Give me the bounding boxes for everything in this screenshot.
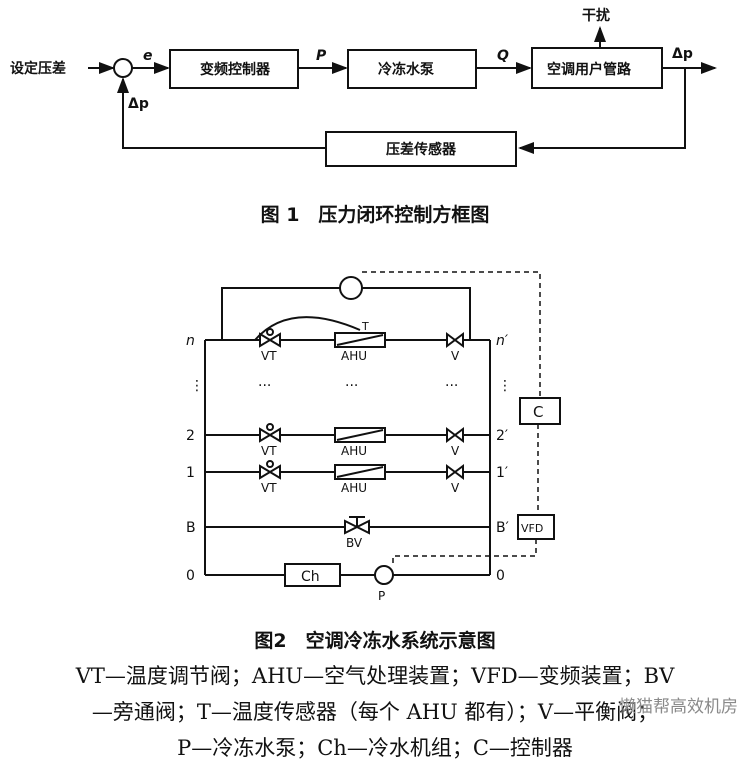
bv-label: BV bbox=[346, 536, 363, 550]
actuator-icon bbox=[266, 460, 274, 468]
row-label: 2′ bbox=[496, 428, 508, 444]
actuator-icon bbox=[266, 328, 274, 336]
block-label: 冷冻水泵 bbox=[378, 61, 434, 78]
diagrams: 设定压差 e 变频控制器 P 冷冻水泵 Q 空调用户管路 压差传感器 干扰 Δp… bbox=[10, 7, 717, 603]
signal-q: Q bbox=[497, 48, 509, 64]
legend-line: —旁通阀；T—温度传感器（每个 AHU 都有）；V—平衡阀； bbox=[91, 700, 659, 724]
legend-line: P—冷冻水泵；Ch—冷水机组；C—控制器 bbox=[177, 736, 573, 760]
controller-label: C bbox=[533, 403, 543, 421]
ahu-label: AHU bbox=[341, 444, 367, 458]
legend: VT—温度调节阀；AHU—空气处理装置；VFD—变频装置；BV —旁通阀；T—温… bbox=[10, 658, 740, 766]
bypass-valve-icon bbox=[344, 519, 370, 535]
vfd-label: VFD bbox=[521, 522, 543, 535]
vt-valve-icon bbox=[259, 427, 281, 443]
coil-diagonal bbox=[336, 466, 384, 478]
ellipsis: ··· bbox=[445, 378, 458, 394]
disturbance-label: 干扰 bbox=[582, 7, 610, 24]
v-label: V bbox=[451, 444, 460, 458]
row-label: B bbox=[186, 520, 196, 536]
row-label: ⋮ bbox=[498, 378, 512, 394]
actuator-icon bbox=[266, 423, 274, 431]
balance-valve-icon bbox=[446, 332, 464, 348]
output-label: Δp bbox=[672, 46, 693, 62]
block-label: 变频控制器 bbox=[200, 61, 271, 78]
figure1-caption: 图 1 压力闭环控制方框图 bbox=[260, 204, 490, 226]
vt-valve-icon bbox=[259, 332, 281, 348]
v-label: V bbox=[451, 481, 460, 495]
ellipsis: ··· bbox=[258, 378, 271, 394]
signal-p: P bbox=[316, 48, 327, 64]
controller-box bbox=[519, 397, 561, 425]
balance-valve-icon bbox=[446, 464, 464, 480]
system-schematic: VT AHU V VT AHU V VT AHU V bbox=[204, 271, 561, 587]
row-label: 1′ bbox=[496, 465, 508, 481]
row-label: 2 bbox=[186, 428, 195, 444]
chiller-label: Ch bbox=[301, 569, 320, 585]
vt-label: VT bbox=[261, 481, 277, 495]
figure2-caption: 图2 空调冷冻水系统示意图 bbox=[254, 630, 496, 652]
sensor-label: T bbox=[361, 320, 369, 333]
row-label: 0 bbox=[496, 568, 505, 584]
watermark: 懒猫帮高效机房 bbox=[619, 697, 738, 717]
vt-valve-icon bbox=[259, 464, 281, 480]
dp-sensor-icon bbox=[339, 276, 363, 300]
block-diagram bbox=[88, 26, 717, 167]
ellipsis: ··· bbox=[345, 378, 358, 394]
feedback-label: Δp bbox=[128, 96, 149, 112]
coil-diagonal bbox=[336, 334, 384, 346]
balance-valve-icon bbox=[446, 427, 464, 443]
pump-label: P bbox=[378, 589, 385, 603]
row-label: B′ bbox=[496, 520, 509, 536]
vt-label: VT bbox=[261, 444, 277, 458]
pump-icon bbox=[374, 565, 394, 585]
row-label: 1 bbox=[186, 465, 195, 481]
v-label: V bbox=[451, 349, 460, 363]
vfd-box bbox=[517, 514, 555, 540]
row-label: ⋮ bbox=[190, 378, 204, 394]
block-label: 压差传感器 bbox=[386, 141, 457, 158]
chiller-box bbox=[284, 563, 341, 587]
error-label: e bbox=[143, 48, 153, 64]
legend-line: VT—温度调节阀；AHU—空气处理装置；VFD—变频装置；BV bbox=[75, 664, 675, 688]
vt-label: VT bbox=[261, 349, 277, 363]
row-label: n bbox=[186, 333, 195, 349]
coil-diagonal bbox=[336, 429, 384, 441]
input-label: 设定压差 bbox=[10, 60, 66, 77]
ahu-label: AHU bbox=[341, 349, 367, 363]
block-label: 空调用户管路 bbox=[547, 61, 632, 78]
row-label: 0 bbox=[186, 568, 195, 584]
ahu-label: AHU bbox=[341, 481, 367, 495]
row-label: n′ bbox=[496, 333, 509, 349]
sensor-wire bbox=[254, 316, 361, 341]
